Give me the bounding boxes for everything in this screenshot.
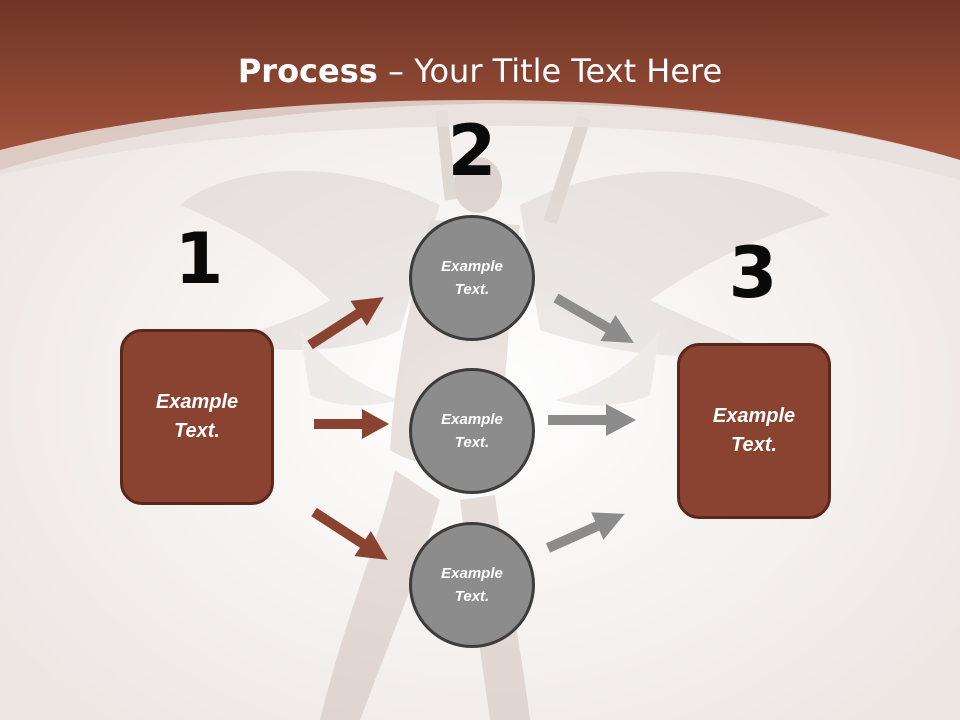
circle-2-line1: Example [441,411,503,428]
right-arrow-icon [545,512,625,553]
right-arrow-icon [548,404,636,436]
right-arrow-icon [314,409,389,439]
slide-title: Process – Your Title Text Here [0,52,960,90]
circle-1-line1: Example [441,258,503,275]
right-arrow-icon [553,293,634,343]
step-number-1: 1 [174,218,224,300]
title-rest: – Your Title Text Here [377,52,723,90]
box-3-line2: Text. [731,434,777,456]
right-arrow-icon [311,507,388,560]
step-number-3: 3 [728,232,778,314]
box-1-line1: Example [155,391,239,413]
circle-3-line2: Text. [454,588,490,605]
right-arrow-icon [307,297,384,350]
box-1-line2: Text. [174,420,220,442]
circle-3-line1: Example [441,565,503,582]
circle-1-line2: Text. [454,281,490,298]
box-3-line1: Example [712,405,796,427]
circle-2-line2: Text. [454,434,490,451]
step-number-2: 2 [447,110,497,192]
title-bold: Process [237,52,378,90]
